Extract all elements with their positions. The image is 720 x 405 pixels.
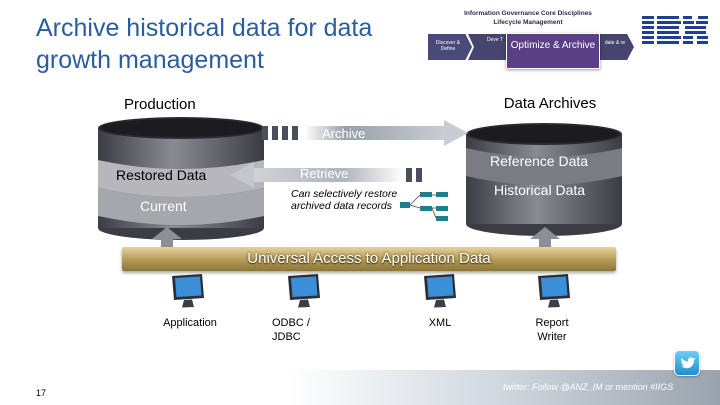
report-writer-monitor-icon bbox=[538, 274, 570, 308]
ibm-logo bbox=[642, 16, 708, 44]
footer-band: twitter: Follow @ANZ_IM or mention #IIGS bbox=[0, 370, 720, 405]
archive-arrow bbox=[262, 120, 468, 146]
xml-monitor-icon bbox=[424, 274, 456, 308]
restored-data-band: Restored Data bbox=[116, 167, 207, 183]
up-arrow-production bbox=[152, 227, 182, 249]
banner-focus-step: Optimize & Archive bbox=[506, 33, 600, 69]
page-number: 17 bbox=[36, 388, 47, 398]
application-monitor-icon bbox=[172, 274, 204, 308]
banner-step-develop-label: Deve T bbox=[486, 37, 504, 43]
historical-data-band: Historical Data bbox=[494, 182, 586, 198]
reference-data-band: Reference Data bbox=[490, 153, 589, 169]
slide-title: Archive historical data for data growth … bbox=[36, 14, 373, 74]
banner-subheader: Lifecycle Management bbox=[493, 19, 563, 26]
banner-step-update-label: date & re bbox=[604, 40, 626, 46]
retrieve-arrow-label: Retrieve bbox=[300, 166, 349, 181]
retrieve-arrow bbox=[230, 162, 422, 188]
odbc-monitor-icon bbox=[288, 274, 320, 308]
twitter-footer-text: twitter: Follow @ANZ_IM or mention #IIGS bbox=[503, 382, 674, 392]
up-arrow-archive bbox=[530, 227, 560, 249]
banner-step-discover bbox=[428, 34, 472, 60]
client-label-application: Application bbox=[163, 317, 217, 329]
client-label-xml: XML bbox=[428, 317, 452, 329]
client-label-report-writer: Report Writer bbox=[535, 317, 569, 343]
lifecycle-banner: Information Governance Core Disciplines … bbox=[428, 10, 634, 69]
banner-header: Information Governance Core Disciplines bbox=[464, 10, 592, 17]
twitter-bird-icon bbox=[674, 350, 700, 376]
current-data-band: Current bbox=[140, 198, 187, 214]
universal-access-bar: Universal Access to Application Data bbox=[122, 247, 616, 271]
production-label: Production bbox=[124, 96, 196, 113]
selective-restore-note: Can selectively restore archived data re… bbox=[291, 188, 398, 212]
archive-arrow-label: Archive bbox=[322, 126, 366, 141]
universal-access-label: Universal Access to Application Data bbox=[247, 250, 491, 267]
client-label-odbc: ODBC / JDBC bbox=[272, 317, 310, 343]
records-diagram-icon bbox=[400, 192, 448, 221]
banner-step-discover-label: Discover & Define bbox=[435, 40, 461, 52]
archive-cylinder bbox=[466, 123, 622, 236]
archives-label: Data Archives bbox=[503, 95, 597, 112]
